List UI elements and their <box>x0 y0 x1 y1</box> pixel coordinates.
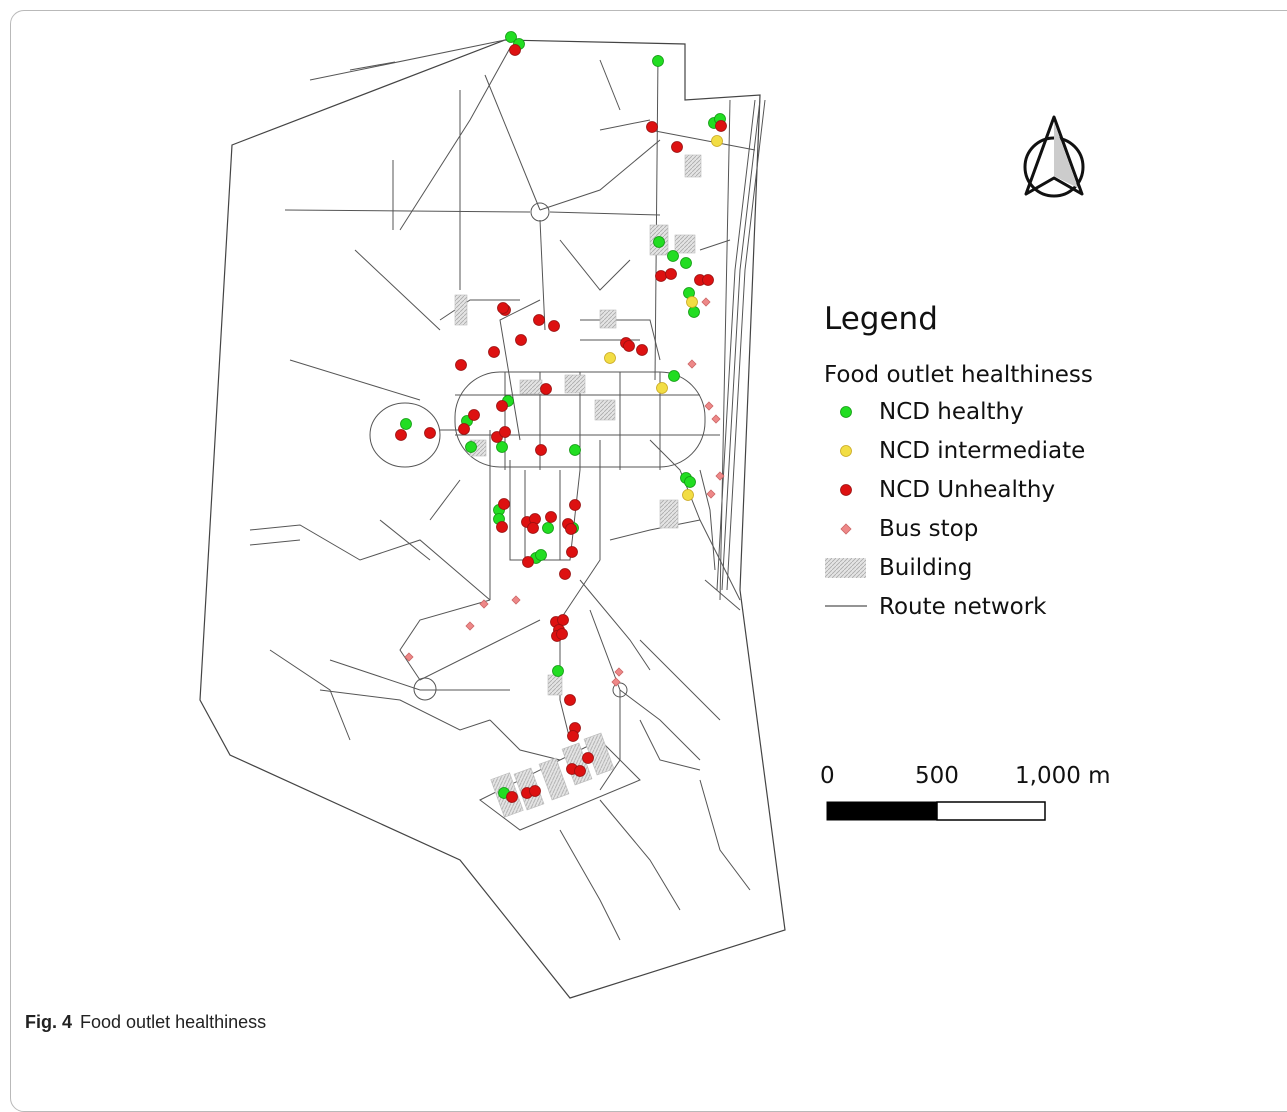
figure-number: Fig. 4 <box>25 1012 73 1032</box>
line-swatch-icon <box>825 605 867 607</box>
legend-label: NCD intermediate <box>879 438 1086 464</box>
legend-item-bus-stop: Bus stop <box>824 515 1244 545</box>
legend-item-unhealthy: NCD Unhealthy <box>824 476 1244 506</box>
legend-title: Legend <box>824 301 938 337</box>
caption-text: Food outlet healthiness <box>80 1012 267 1032</box>
legend-label: NCD healthy <box>879 399 1024 425</box>
legend-label: Building <box>879 555 973 581</box>
scale-label-1000: 1,000 m <box>1015 763 1111 789</box>
legend-item-intermediate: NCD intermediate <box>824 437 1244 467</box>
scale-bar <box>826 801 1046 821</box>
outlets-unhealthy <box>395 44 727 803</box>
legend-label: Bus stop <box>879 516 979 542</box>
map-canvas <box>199 31 1085 999</box>
legend-label: Route network <box>879 594 1047 620</box>
red-dot-icon <box>840 484 852 496</box>
route-network <box>249 39 766 941</box>
diamond-icon <box>840 523 852 535</box>
legend-item-healthy: NCD healthy <box>824 398 1244 428</box>
legend-subtitle: Food outlet healthiness <box>824 362 1093 388</box>
outlets-intermediate <box>604 135 723 501</box>
legend-label: NCD Unhealthy <box>879 477 1056 503</box>
legend-item-route: Route network <box>824 593 1244 623</box>
yellow-dot-icon <box>840 445 852 457</box>
scale-label-0: 0 <box>820 763 835 789</box>
figure-caption: Fig. 4 Food outlet healthiness <box>25 1012 266 1033</box>
hatch-swatch-icon <box>825 558 866 578</box>
green-dot-icon <box>840 406 852 418</box>
bus-stops <box>404 297 725 687</box>
legend-item-building: Building <box>824 554 1244 584</box>
scale-label-500: 500 <box>915 763 959 789</box>
area-boundary <box>199 39 786 999</box>
north-arrow-icon <box>1023 115 1085 198</box>
